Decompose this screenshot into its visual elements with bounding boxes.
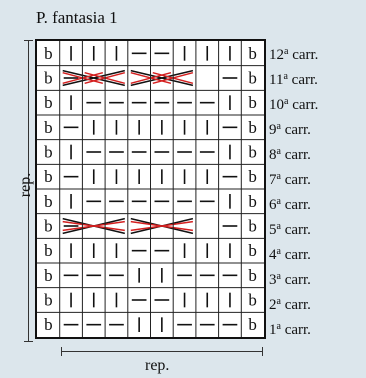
row-ordinal-suffix: a [276, 171, 281, 182]
cable-cross-red-line [93, 225, 125, 232]
stitch-b-symbol: b [44, 192, 53, 211]
repeat-bracket-vertical-top-tick [24, 40, 33, 41]
row-ordinal-suffix: a [276, 146, 281, 157]
row-ordinal-suffix: a [283, 71, 288, 82]
row-ordinal-suffix: a [276, 246, 281, 257]
row-ordinal-suffix: a [284, 96, 289, 107]
row-label: 11a carr. [269, 64, 318, 89]
row-word: carr. [280, 322, 311, 338]
stitch-b-symbol: b [248, 291, 257, 310]
row-word: carr. [280, 147, 311, 163]
row-ordinal-suffix: a [276, 196, 281, 207]
stitch-b-symbol: b [248, 192, 257, 211]
row-word: carr. [288, 47, 319, 63]
row-ordinal-suffix: a [276, 221, 281, 232]
repeat-bracket-vertical-bottom-tick [24, 341, 33, 342]
row-number: 11 [269, 72, 284, 88]
row-number: 12 [269, 47, 284, 63]
cable-cross-black-line [62, 69, 125, 87]
stitch-b-symbol: b [248, 93, 257, 112]
stitch-b-symbol: b [248, 143, 257, 162]
cable-cross-black-line [130, 69, 194, 87]
stitch-b-symbol: b [44, 93, 53, 112]
row-word: carr. [280, 122, 311, 138]
stitch-b-symbol: b [44, 143, 53, 162]
row-number: 7 [269, 172, 277, 188]
stitch-b-symbol: b [248, 241, 257, 260]
row-word: carr. [280, 197, 311, 213]
stitch-b-symbol: b [44, 241, 53, 260]
repeat-bracket-horizontal [61, 351, 263, 352]
cable-cross-red-line [161, 220, 194, 227]
cable-cross-red-line [130, 225, 162, 232]
row-number: 5 [269, 222, 277, 238]
stitch-b-symbol: b [44, 315, 53, 334]
cable-cross-red-line [130, 220, 162, 227]
row-word: carr. [288, 97, 319, 113]
row-label: 9a carr. [269, 114, 311, 139]
row-number: 10 [269, 97, 284, 113]
stitch-b-symbol: b [248, 167, 257, 186]
row-word: carr. [280, 172, 311, 188]
row-word: carr. [280, 297, 311, 313]
cable-cross-red-line [161, 225, 194, 232]
stitch-b-symbol: b [248, 44, 257, 63]
stitch-b-symbol: b [44, 266, 53, 285]
row-label: 12a carr. [269, 39, 318, 64]
stitch-b-symbol: b [248, 118, 257, 137]
row-word: carr. [280, 272, 311, 288]
stitch-b-symbol: b [44, 167, 53, 186]
row-number: 2 [269, 297, 277, 313]
cable-cross-red-line [62, 225, 94, 232]
row-word: carr. [280, 222, 311, 238]
stitch-b-symbol: b [44, 217, 53, 236]
cable-cross-red-line [62, 220, 94, 227]
row-label: 4a carr. [269, 239, 311, 264]
stitch-b-symbol: b [248, 69, 257, 88]
row-number: 4 [269, 247, 277, 263]
row-ordinal-suffix: a [276, 271, 281, 282]
repeat-label-vertical: rep. [17, 172, 34, 198]
row-number: 8 [269, 147, 277, 163]
repeat-bracket-horizontal-right-tick [262, 347, 263, 356]
row-label: 5a carr. [269, 214, 311, 239]
repeat-label-horizontal: rep. [145, 357, 170, 374]
row-number: 1 [269, 322, 277, 338]
row-word: carr. [287, 72, 318, 88]
row-label: 7a carr. [269, 164, 311, 189]
row-number: 3 [269, 272, 277, 288]
repeat-bracket-vertical [28, 40, 29, 342]
cable-cross-red-line [93, 220, 125, 227]
stitch-b-symbol: b [44, 291, 53, 310]
row-label: 1a carr. [269, 314, 311, 339]
stitch-b-symbol: b [44, 118, 53, 137]
stitch-b-symbol: b [248, 315, 257, 334]
stitch-b-symbol: b [44, 69, 53, 88]
row-label: 6a carr. [269, 189, 311, 214]
row-label: 10a carr. [269, 89, 318, 114]
row-ordinal-suffix: a [276, 321, 281, 332]
stitch-b-symbol: b [248, 266, 257, 285]
chart-title: P. fantasia 1 [36, 8, 118, 27]
row-label: 8a carr. [269, 139, 311, 164]
row-ordinal-suffix: a [284, 46, 289, 57]
row-ordinal-suffix: a [276, 296, 281, 307]
row-number: 9 [269, 122, 277, 138]
row-number: 6 [269, 197, 277, 213]
repeat-bracket-horizontal-left-tick [61, 347, 62, 356]
row-ordinal-suffix: a [276, 121, 281, 132]
row-word: carr. [280, 247, 311, 263]
stitch-b-symbol: b [248, 217, 257, 236]
stitch-b-symbol: b [44, 44, 53, 63]
row-label: 3a carr. [269, 264, 311, 289]
row-labels: 12a carr.11a carr.10a carr.9a carr.8a ca… [269, 39, 366, 339]
row-label: 2a carr. [269, 289, 311, 314]
